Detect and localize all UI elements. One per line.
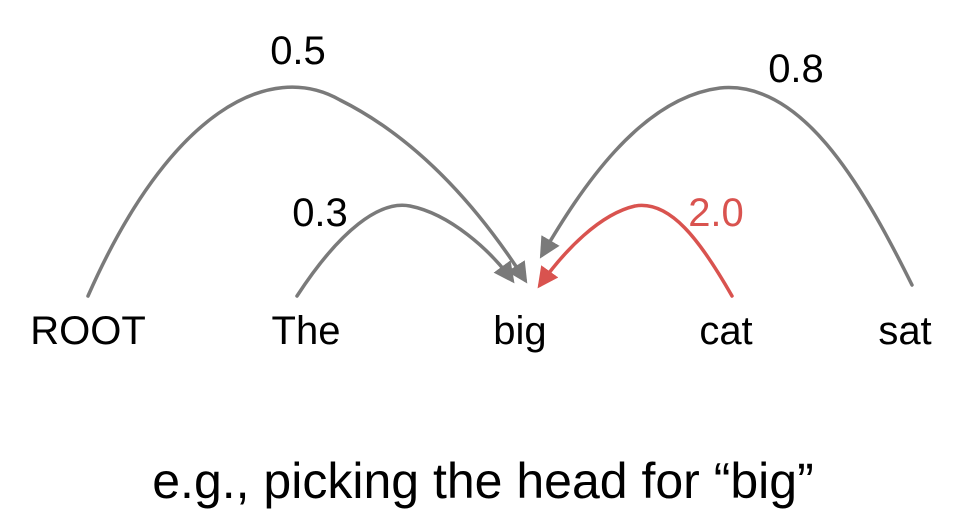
word-cat: cat — [699, 309, 752, 353]
score-cat-to-big: 2.0 — [688, 191, 744, 235]
score-sat-to-big: 0.8 — [768, 47, 824, 91]
word-big: big — [493, 309, 546, 353]
word-sat: sat — [878, 309, 931, 353]
score-the-to-big: 0.3 — [292, 191, 348, 235]
caption: e.g., picking the head for “big” — [152, 453, 814, 509]
arc-cat-to-big — [537, 203, 734, 298]
arc-sat-to-big — [539, 85, 914, 287]
score-root-to-big: 0.5 — [270, 29, 326, 73]
word-the: The — [272, 309, 341, 353]
arc-the-to-big — [295, 203, 515, 298]
word-root: ROOT — [30, 309, 146, 353]
arc-root-to-big — [86, 85, 528, 298]
